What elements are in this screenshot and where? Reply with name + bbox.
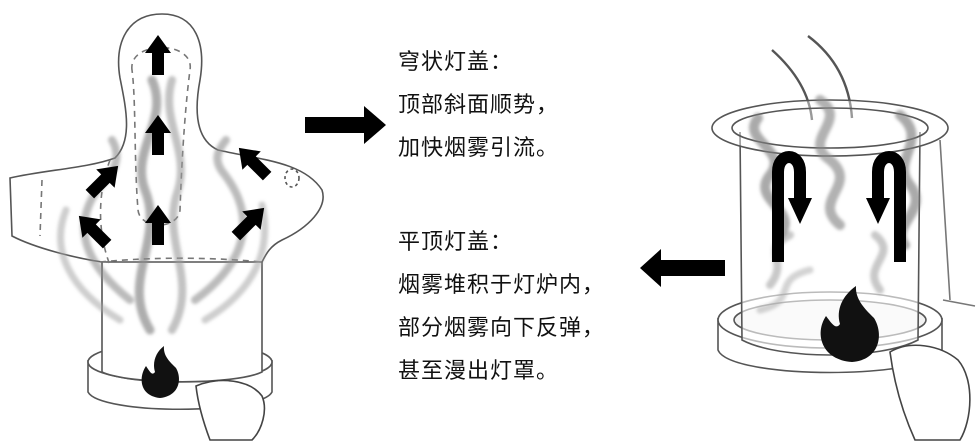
dome-cover-note: 穹状灯盖： 顶部斜面顺势， 加快烟雾引流。 bbox=[398, 41, 559, 170]
rebound-arrow-left bbox=[772, 151, 812, 262]
flat-lamp-flame-icon bbox=[820, 286, 879, 362]
dome-airflow-arrows bbox=[78, 35, 272, 249]
flat-lamp-hanger bbox=[771, 35, 854, 121]
flat-cover-line: 部分烟雾向下反弹， bbox=[398, 316, 606, 341]
dome-lamp-cloth bbox=[195, 379, 266, 441]
dome-cover-title: 穹状灯盖： bbox=[398, 50, 514, 75]
flat-lamp-cloth bbox=[889, 344, 971, 441]
dome-cover-line: 加快烟雾引流。 bbox=[398, 136, 560, 161]
flat-rebound-arrows bbox=[772, 151, 906, 262]
flat-cover-title: 平顶灯盖： bbox=[398, 230, 514, 255]
flat-cover-line: 烟雾堆积于灯炉内， bbox=[398, 273, 606, 298]
pointer-arrow-left bbox=[640, 249, 725, 287]
airflow-arrow-right-upper bbox=[238, 147, 272, 181]
airflow-arrow-up-bottom bbox=[145, 205, 171, 245]
dome-cover-line: 顶部斜面顺势， bbox=[398, 93, 560, 118]
flat-cover-line: 甚至漫出灯罩。 bbox=[398, 359, 560, 384]
airflow-arrow-up-top bbox=[145, 35, 171, 75]
dome-lamp-illustration bbox=[9, 13, 324, 410]
rebound-arrow-right bbox=[866, 151, 906, 262]
dome-lamp-smoke bbox=[57, 75, 269, 335]
airflow-arrow-left-lower bbox=[78, 215, 112, 249]
airflow-arrow-right-lower bbox=[231, 207, 265, 241]
flat-cover-note: 平顶灯盖： 烟雾堆积于灯炉内， 部分烟雾向下反弹， 甚至漫出灯罩。 bbox=[398, 221, 605, 393]
dome-lamp-flame-icon bbox=[141, 346, 179, 398]
pointer-arrow-right bbox=[305, 106, 386, 144]
airflow-arrow-up-middle bbox=[145, 115, 171, 155]
dome-lamp-vent-hole bbox=[284, 168, 300, 188]
airflow-arrow-left-upper bbox=[85, 165, 119, 199]
